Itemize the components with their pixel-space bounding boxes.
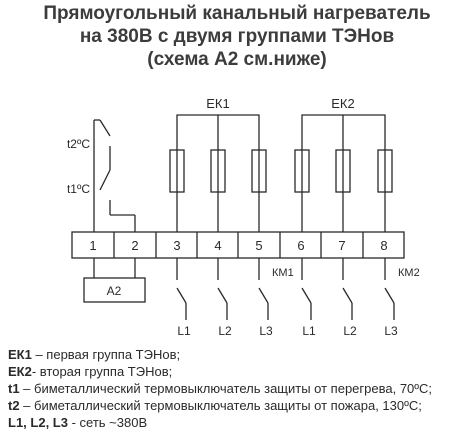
- terminal-1: 1: [89, 238, 96, 253]
- legend-item-t1: t1 – биметаллический термовыключатель за…: [8, 380, 470, 397]
- phase-label: L1: [177, 324, 191, 338]
- diagram-title: Прямоугольный канальный нагреватель на 3…: [0, 2, 474, 71]
- thermostat-t1-switch: [99, 169, 111, 191]
- terminal-4: 4: [214, 238, 221, 253]
- legend-key: t1: [8, 381, 20, 396]
- heater-element: [251, 149, 267, 193]
- heater-element: [210, 149, 226, 193]
- thermostat-t2-label: t2ºC: [67, 137, 90, 151]
- legend-key: L1, L2, L3: [8, 415, 68, 430]
- terminal-5: 5: [255, 238, 262, 253]
- heater-element: [294, 149, 310, 193]
- contactor-km1-label: КМ1: [272, 267, 294, 279]
- terminal-7: 7: [338, 238, 345, 253]
- heater-group-ek2: [294, 114, 393, 232]
- legend-item-ek2: ЕК2- вторая группа ТЭНов;: [8, 363, 470, 380]
- thermostat-t2-switch: [99, 119, 111, 137]
- legend-item-phases: L1, L2, L3 - сеть ~380В: [8, 414, 470, 431]
- phase-label: L2: [218, 324, 232, 338]
- thermostat-t1-label: t1ºC: [67, 182, 90, 196]
- legend-text: - сеть ~380В: [67, 415, 148, 430]
- legend-text: - вторая группа ТЭНов;: [31, 364, 173, 379]
- phase-label: L2: [343, 324, 357, 338]
- legend-key: ЕК1: [8, 347, 32, 362]
- legend-text: – биметаллический термовыключатель защит…: [19, 381, 433, 396]
- contactor-contacts: [176, 258, 395, 320]
- legend-item-t2: t2 – биметаллический термовыключатель за…: [8, 397, 470, 414]
- terminal-8: 8: [380, 238, 387, 253]
- terminal-6: 6: [297, 238, 304, 253]
- legend-text: – первая группа ТЭНов;: [31, 347, 181, 362]
- legend-key: t2: [8, 398, 20, 413]
- terminal-2: 2: [131, 238, 138, 253]
- legend-item-ek1: ЕК1 – первая группа ТЭНов;: [8, 346, 470, 363]
- terminal-3: 3: [173, 238, 180, 253]
- heater-element: [377, 149, 393, 193]
- heater-element: [169, 149, 185, 193]
- block-a2-label: А2: [107, 284, 122, 298]
- phase-label: L1: [302, 324, 316, 338]
- thermostat-circuit: [93, 119, 136, 232]
- legend-text: – биметаллический термовыключатель защит…: [19, 398, 422, 413]
- heater-group-ek1: [169, 114, 267, 232]
- ek1-label: ЕК1: [206, 96, 229, 111]
- heater-element: [335, 149, 351, 193]
- ek2-label: ЕК2: [331, 96, 354, 111]
- contactor-km2-label: КМ2: [398, 267, 420, 279]
- title-line-2: на 380В с двумя группами ТЭНов: [79, 26, 395, 47]
- legend-key: ЕК2: [8, 364, 32, 379]
- legend: ЕК1 – первая группа ТЭНов; ЕК2- вторая г…: [8, 346, 470, 431]
- block-a2: [83, 277, 146, 303]
- phase-label: L3: [259, 324, 273, 338]
- phase-label: L3: [384, 324, 398, 338]
- title-line-1: Прямоугольный канальный нагреватель: [43, 3, 431, 24]
- title-line-3: (схема А2 см.ниже): [147, 49, 327, 70]
